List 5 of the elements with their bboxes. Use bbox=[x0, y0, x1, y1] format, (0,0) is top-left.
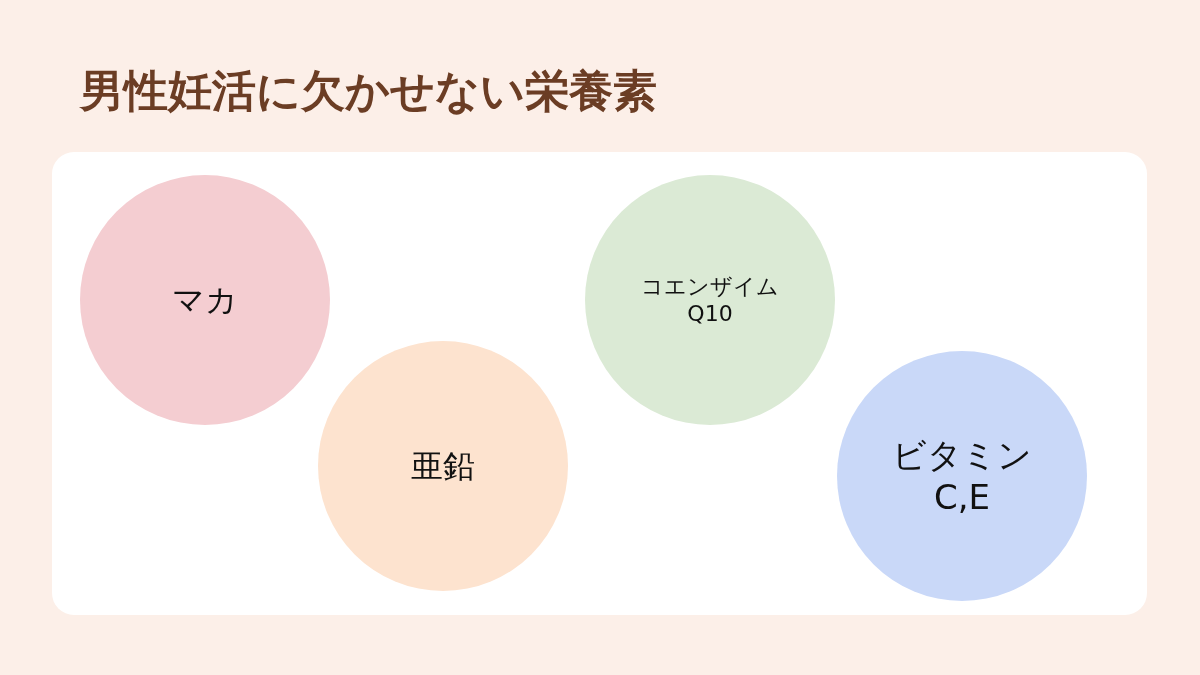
circle-label: 亜鉛 bbox=[411, 446, 475, 486]
title: 男性妊活に欠かせない栄養素 bbox=[80, 64, 657, 118]
circle-label: ビタミン C,E bbox=[892, 433, 1032, 519]
circle-label: コエンザイム Q10 bbox=[641, 272, 779, 328]
circle-label: マカ bbox=[172, 280, 238, 320]
